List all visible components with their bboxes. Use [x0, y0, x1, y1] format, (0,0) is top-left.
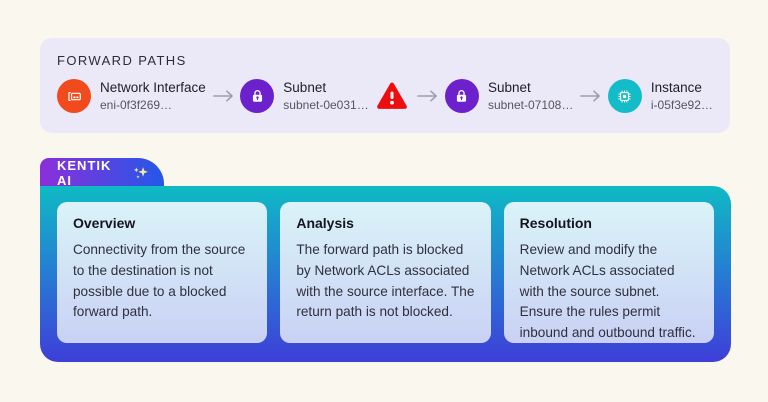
resolution-card-body: Review and modify the Network ACLs assoc…: [519, 242, 696, 341]
path-node-label: Instance: [650, 79, 702, 95]
path-node-subnet-dest[interactable]: Subnet subnet-07108…: [444, 79, 573, 113]
analysis-card: Analysis The forward path is blocked by …: [280, 202, 491, 343]
path-node-text: Instance i-05f3e92…: [651, 80, 713, 112]
overview-card: Overview Connectivity from the source to…: [57, 202, 268, 343]
path-node-label: Subnet: [487, 79, 531, 95]
path-node-id: eni-0f3f269…: [100, 98, 173, 113]
path-node-id: subnet-07108…: [487, 98, 574, 113]
path-node-instance[interactable]: Instance i-05f3e92…: [607, 79, 713, 113]
path-node-text: Subnet subnet-07108…: [488, 80, 573, 112]
arrow-right-icon: [579, 89, 602, 103]
kentik-ai-panel: Overview Connectivity from the source to…: [40, 186, 731, 362]
path-node-subnet-source[interactable]: Subnet subnet-0e031…: [240, 79, 369, 113]
lock-icon: [240, 79, 275, 113]
kentik-ai-tab[interactable]: KENTIK AI: [40, 157, 164, 188]
warning-triangle-icon[interactable]: [374, 79, 410, 113]
arrow-right-icon: [212, 89, 235, 103]
path-node-id: i-05f3e92…: [650, 98, 713, 113]
overview-card-body: Connectivity from the source to the dest…: [73, 242, 246, 320]
chip-icon: [607, 79, 642, 113]
network-interface-icon: [57, 79, 91, 113]
path-row: Network Interface eni-0f3f269… Subnet: [57, 79, 713, 113]
path-node-network-interface[interactable]: Network Interface eni-0f3f269…: [57, 79, 206, 113]
path-node-id: subnet-0e031…: [283, 98, 369, 113]
analysis-card-title: Analysis: [296, 215, 354, 231]
forward-paths-panel: FORWARD PATHS Network Interface eni-0f3f…: [40, 38, 730, 133]
analysis-card-body: The forward path is blocked by Network A…: [296, 242, 475, 320]
path-node-label: Network Interface: [100, 79, 206, 95]
resolution-card: Resolution Review and modify the Network…: [503, 202, 714, 343]
path-node-text: Network Interface eni-0f3f269…: [100, 80, 206, 112]
resolution-card-title: Resolution: [519, 215, 592, 231]
arrow-right-icon: [416, 89, 439, 103]
lock-icon: [444, 79, 479, 113]
kentik-ai-tab-label: KENTIK AI: [57, 157, 112, 188]
path-node-label: Subnet: [283, 79, 327, 95]
path-node-text: Subnet subnet-0e031…: [283, 80, 368, 112]
overview-card-title: Overview: [73, 215, 136, 231]
sparkles-icon: [132, 165, 150, 181]
forward-paths-title: FORWARD PATHS: [57, 53, 187, 68]
